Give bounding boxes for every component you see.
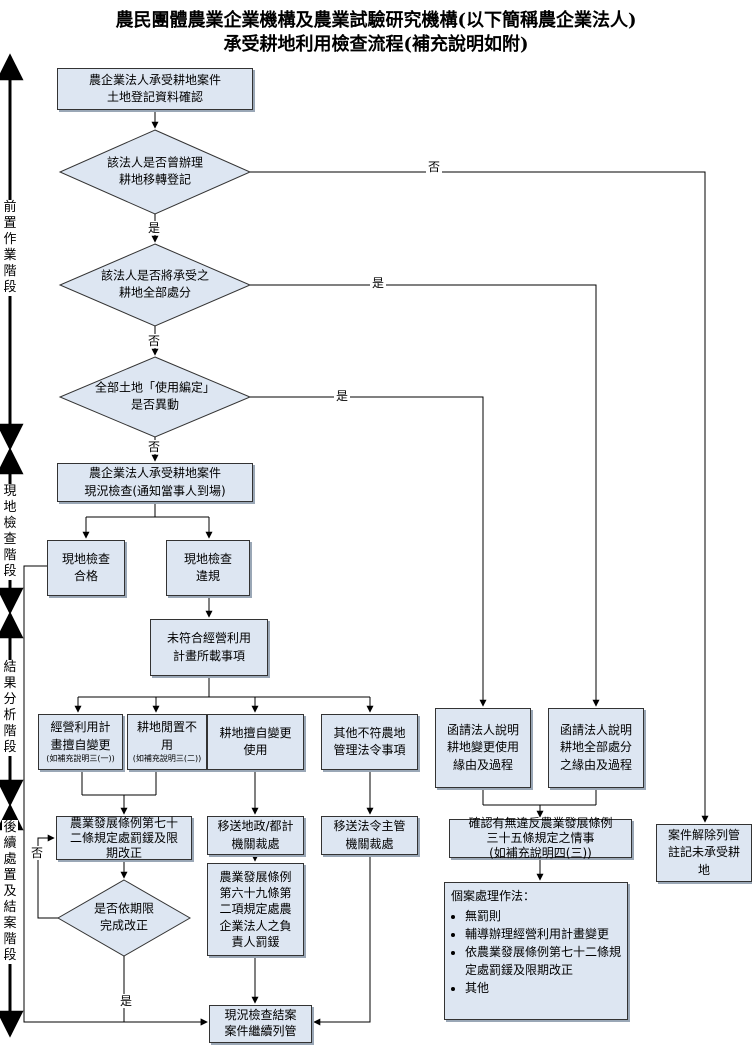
stage-label-followup: 後續處置及結案階段 xyxy=(2,820,18,964)
stage-label-analysis: 結果分析階段 xyxy=(2,660,18,756)
stage-label-pre: 前置作業階段 xyxy=(2,200,18,296)
mismatch-box: 未符合經營利用計畫所載事項 xyxy=(150,619,268,676)
cancel-box: 案件解除列管註記未承受耕地 xyxy=(656,824,752,882)
case-handling-list: 無罰則 輔導辦理經營利用計畫變更 依農業發展條例第七十二條規定處罰鍰及限期改正 … xyxy=(451,907,621,997)
stage-label-onsite: 現地檢查階段 xyxy=(2,484,18,580)
edge-label-q2-yes: 是 xyxy=(370,276,387,290)
violation-other-box: 其他不符農地管理法令事項 xyxy=(321,714,418,770)
edge-label-deadline-yes: 是 xyxy=(118,994,135,1008)
decision-q1-text: 該法人是否曾辦理耕地移轉登記 xyxy=(106,155,204,187)
edge-label-q1-no: 否 xyxy=(426,160,443,174)
edge-label-q3-yes: 是 xyxy=(334,389,351,403)
case-handling-box: 個案處理作法： 無罰則 輔導辦理經營利用計畫變更 依農業發展條例第七十二條規定處… xyxy=(444,882,628,1020)
pass-box: 現地檢查合格 xyxy=(47,540,125,596)
edge-label-q2-no: 否 xyxy=(146,334,163,348)
violation-idle-land-box: 耕地閒置不用 (如補充說明三(二)) xyxy=(127,714,207,770)
inspect-box: 農企業法人承受耕地案件 現況檢查(通知當事人到場) xyxy=(57,463,253,502)
request-dispose-box: 函請法人說明耕地全部處分之緣由及過程 xyxy=(548,708,644,788)
transfer-law-box: 移送法令主管機關裁處 xyxy=(321,816,418,855)
close-box: 現況檢查結案案件繼續列管 xyxy=(209,1005,312,1043)
penalty-72-box: 農業發展條例第七十二條規定處罰鍰及限期改正 xyxy=(56,816,192,860)
penalty-69-box: 農業發展條例第六十九條第二項規定處農企業法人之負責人罰鍰 xyxy=(207,863,304,956)
decision-deadline-text: 是否依期限完成改正 xyxy=(93,901,155,933)
case-handling-heading: 個案處理作法： xyxy=(451,889,536,903)
list-item: 其他 xyxy=(465,979,621,997)
edge-label-deadline-no: 否 xyxy=(29,846,46,860)
start-box: 農企業法人承受耕地案件 土地登記資料確認 xyxy=(57,68,253,110)
request-usage-box: 函請法人說明耕地變更使用緣由及過程 xyxy=(435,708,531,788)
list-item: 輔導辦理經營利用計畫變更 xyxy=(465,925,621,943)
start-line2: 土地登記資料確認 xyxy=(106,90,203,104)
edge-label-q3-no: 否 xyxy=(146,440,163,454)
diagram-title-line1: 農民團體農業企業機構及農業試驗研究機構(以下簡稱農企業法人) xyxy=(115,10,637,31)
violation-use-change-box: 耕地擅自變更使用 xyxy=(207,714,304,770)
transfer-land-box: 移送地政/都計機關裁處 xyxy=(207,816,304,855)
violate-box: 現地檢查違規 xyxy=(166,540,250,596)
list-item: 依農業發展條例第七十二條規定處罰鍰及限期改正 xyxy=(465,943,621,979)
start-line1: 農企業法人承受耕地案件 xyxy=(88,72,221,87)
list-item: 無罰則 xyxy=(465,907,621,925)
violation-plan-change-box: 經營利用計畫擅自變更 (如補充說明三(一)) xyxy=(38,714,123,770)
diagram-title-line2: 承受耕地利用檢查流程(補充說明如附) xyxy=(223,34,529,55)
confirm-35-box: 確認有無違反農業發展條例三十五條規定之情事(如補充說明四(三)) xyxy=(449,816,632,860)
decision-q2-text: 該法人是否將承受之耕地全部處分 xyxy=(100,268,210,300)
decision-q3-text: 全部土地「使用編定」是否異動 xyxy=(94,380,216,412)
edge-label-q1-yes: 是 xyxy=(146,221,163,235)
